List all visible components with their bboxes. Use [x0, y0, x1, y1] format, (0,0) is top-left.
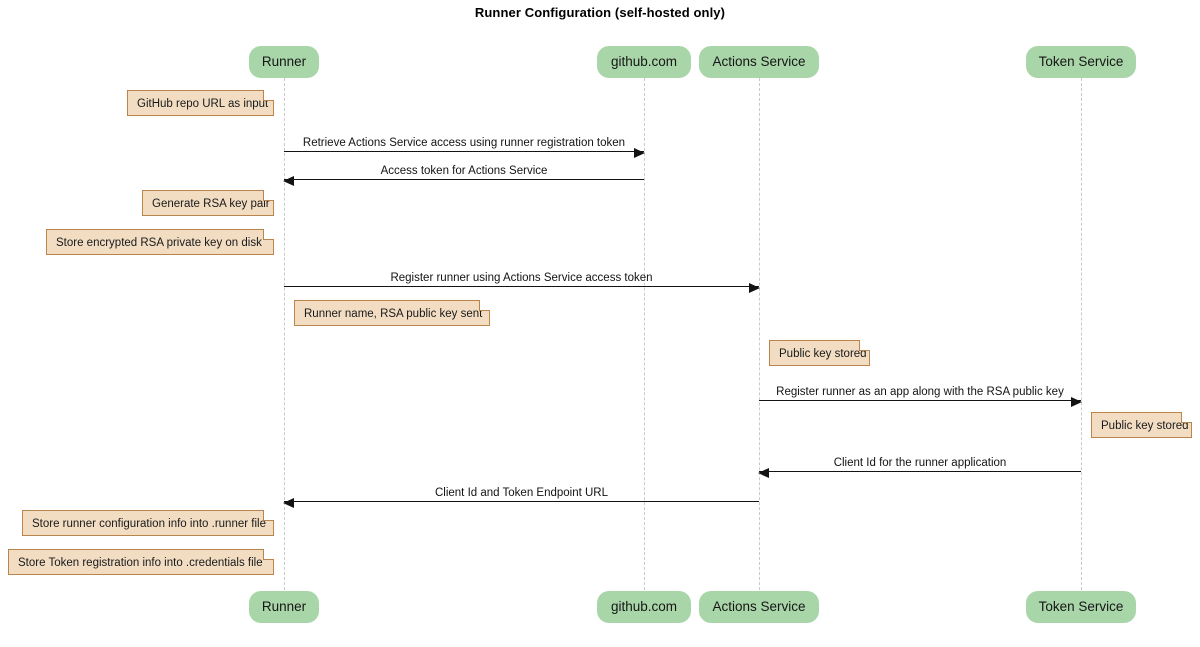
msg-client-id-runner-app: Client Id for the runner application: [758, 450, 1081, 478]
note-fold-corner-icon: [1181, 412, 1192, 423]
msg-register-app-rsa-line: [759, 400, 1081, 401]
msg-register-runner-label: Register runner using Actions Service ac…: [390, 272, 653, 284]
msg-access-token: Access token for Actions Service: [283, 158, 644, 186]
note-github-repo-url: GitHub repo URL as input: [127, 90, 274, 116]
lifeline-token: [1081, 78, 1082, 590]
note-fold-corner-icon: [263, 229, 274, 240]
msg-register-app-rsa: Register runner as an app along with the…: [759, 379, 1082, 407]
msg-register-app-rsa-arrowhead-icon: [1071, 396, 1082, 407]
participant-token[interactable]: Token Service: [1026, 591, 1136, 623]
note-fold-corner-icon: [263, 549, 274, 560]
msg-retrieve-actions-access-line: [284, 151, 644, 152]
msg-client-id-runner-app-label: Client Id for the runner application: [833, 457, 1007, 469]
msg-retrieve-actions-access-arrowhead-icon: [634, 147, 645, 158]
note-store-token-reg: Store Token registration info into .cred…: [8, 549, 274, 575]
msg-client-id-runner-app-line: [759, 471, 1081, 472]
note-store-private-key: Store encrypted RSA private key on disk: [46, 229, 274, 255]
msg-access-token-label: Access token for Actions Service: [380, 165, 548, 177]
msg-client-id-token-endpoint: Client Id and Token Endpoint URL: [283, 480, 759, 508]
msg-register-runner-arrowhead-icon: [749, 282, 760, 293]
note-store-runner-config: Store runner configuration info into .ru…: [22, 510, 274, 536]
note-public-key-stored-2: Public key stored: [1091, 412, 1192, 438]
participant-github[interactable]: github.com: [597, 46, 691, 78]
participant-actions[interactable]: Actions Service: [699, 46, 819, 78]
msg-access-token-line: [284, 179, 644, 180]
participant-github[interactable]: github.com: [597, 591, 691, 623]
participant-runner[interactable]: Runner: [249, 591, 319, 623]
page-title: Runner Configuration (self-hosted only): [474, 5, 726, 20]
msg-client-id-token-endpoint-arrowhead-icon: [283, 497, 294, 508]
participant-token[interactable]: Token Service: [1026, 46, 1136, 78]
msg-access-token-arrowhead-icon: [283, 175, 294, 186]
note-fold-corner-icon: [263, 190, 274, 201]
note-fold-corner-icon: [859, 340, 870, 351]
note-fold-corner-icon: [263, 90, 274, 101]
participant-actions[interactable]: Actions Service: [699, 591, 819, 623]
msg-register-runner-line: [284, 286, 759, 287]
lifeline-actions: [759, 78, 760, 590]
msg-register-runner: Register runner using Actions Service ac…: [284, 265, 760, 293]
lifeline-github: [644, 78, 645, 590]
msg-register-app-rsa-label: Register runner as an app along with the…: [776, 386, 1064, 398]
msg-client-id-runner-app-arrowhead-icon: [758, 467, 769, 478]
note-public-key-stored-1: Public key stored: [769, 340, 870, 366]
lifeline-runner: [284, 78, 285, 590]
msg-retrieve-actions-access: Retrieve Actions Service access using ru…: [284, 130, 645, 158]
participant-runner[interactable]: Runner: [249, 46, 319, 78]
msg-retrieve-actions-access-label: Retrieve Actions Service access using ru…: [302, 137, 626, 149]
note-generate-rsa: Generate RSA key pair: [142, 190, 274, 216]
msg-client-id-token-endpoint-line: [284, 501, 759, 502]
msg-client-id-token-endpoint-label: Client Id and Token Endpoint URL: [434, 487, 609, 499]
note-fold-corner-icon: [263, 510, 274, 521]
note-runner-name-pubkey: Runner name, RSA public key sent: [294, 300, 490, 326]
note-fold-corner-icon: [479, 300, 490, 311]
